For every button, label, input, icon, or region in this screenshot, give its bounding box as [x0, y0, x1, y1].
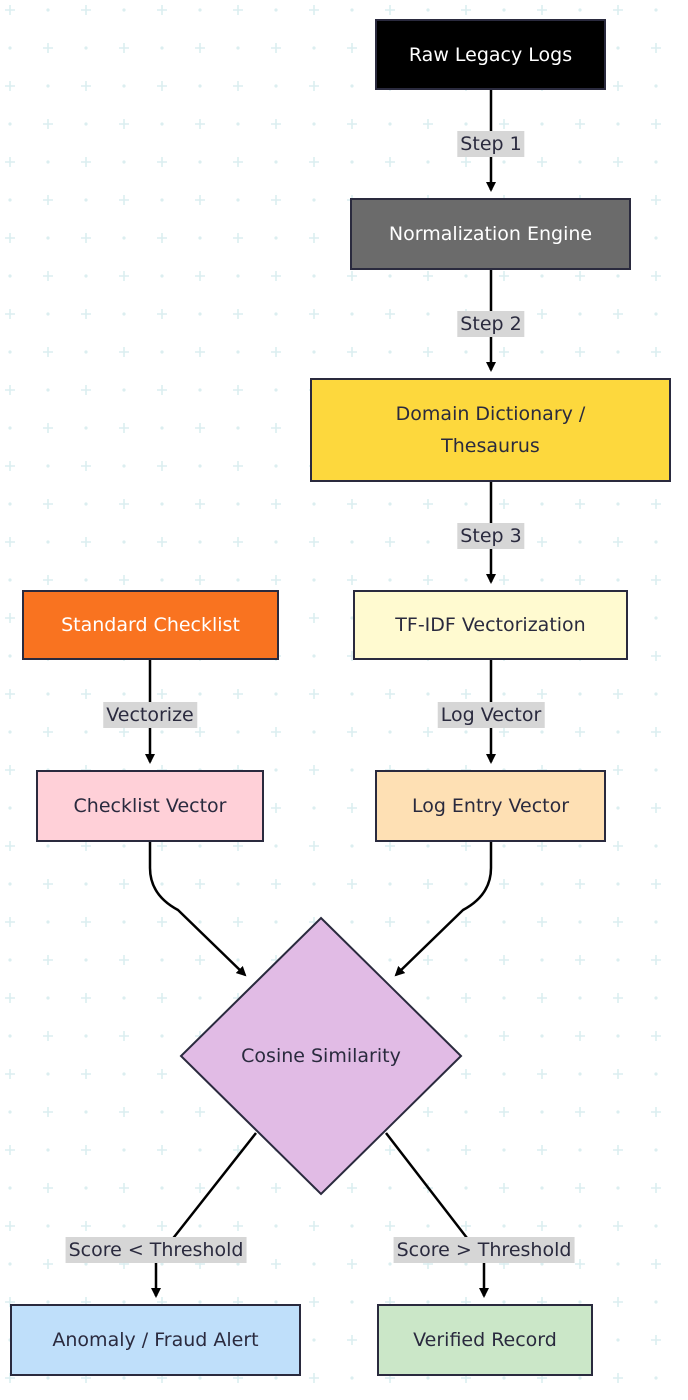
node-domain-dictionary: Domain Dictionary / Thesaurus [310, 378, 671, 482]
node-tfidf-vectorization: TF-IDF Vectorization [353, 590, 628, 660]
node-anomaly-fraud-alert: Anomaly / Fraud Alert [10, 1304, 301, 1376]
edge-cosine-to-verified [385, 1132, 489, 1298]
node-cosine-similarity-label: Cosine Similarity [241, 1045, 401, 1067]
node-raw-legacy-logs: Raw Legacy Logs [375, 19, 606, 90]
edge-checklist-vector-to-cosine [148, 842, 247, 977]
node-checklist-vector: Checklist Vector [36, 770, 264, 842]
edge-label-step-3: Step 3 [457, 523, 525, 549]
edge-label-score-above-threshold: Score > Threshold [393, 1237, 575, 1263]
edge-label-step-1: Step 1 [457, 131, 525, 157]
node-log-entry-vector: Log Entry Vector [375, 770, 606, 842]
edge-label-step-2: Step 2 [457, 311, 525, 337]
node-standard-checklist: Standard Checklist [22, 590, 279, 660]
cosine-similarity-diamond [179, 916, 463, 1196]
edge-label-score-below-threshold: Score < Threshold [65, 1237, 247, 1263]
edge-cosine-to-anomaly [151, 1132, 257, 1298]
edge-label-vectorize: Vectorize [103, 702, 197, 728]
node-verified-record: Verified Record [377, 1304, 593, 1376]
edge-label-log-vector: Log Vector [437, 702, 545, 728]
edge-log-entry-vector-to-cosine [394, 842, 493, 977]
node-normalization-engine: Normalization Engine [350, 198, 631, 270]
